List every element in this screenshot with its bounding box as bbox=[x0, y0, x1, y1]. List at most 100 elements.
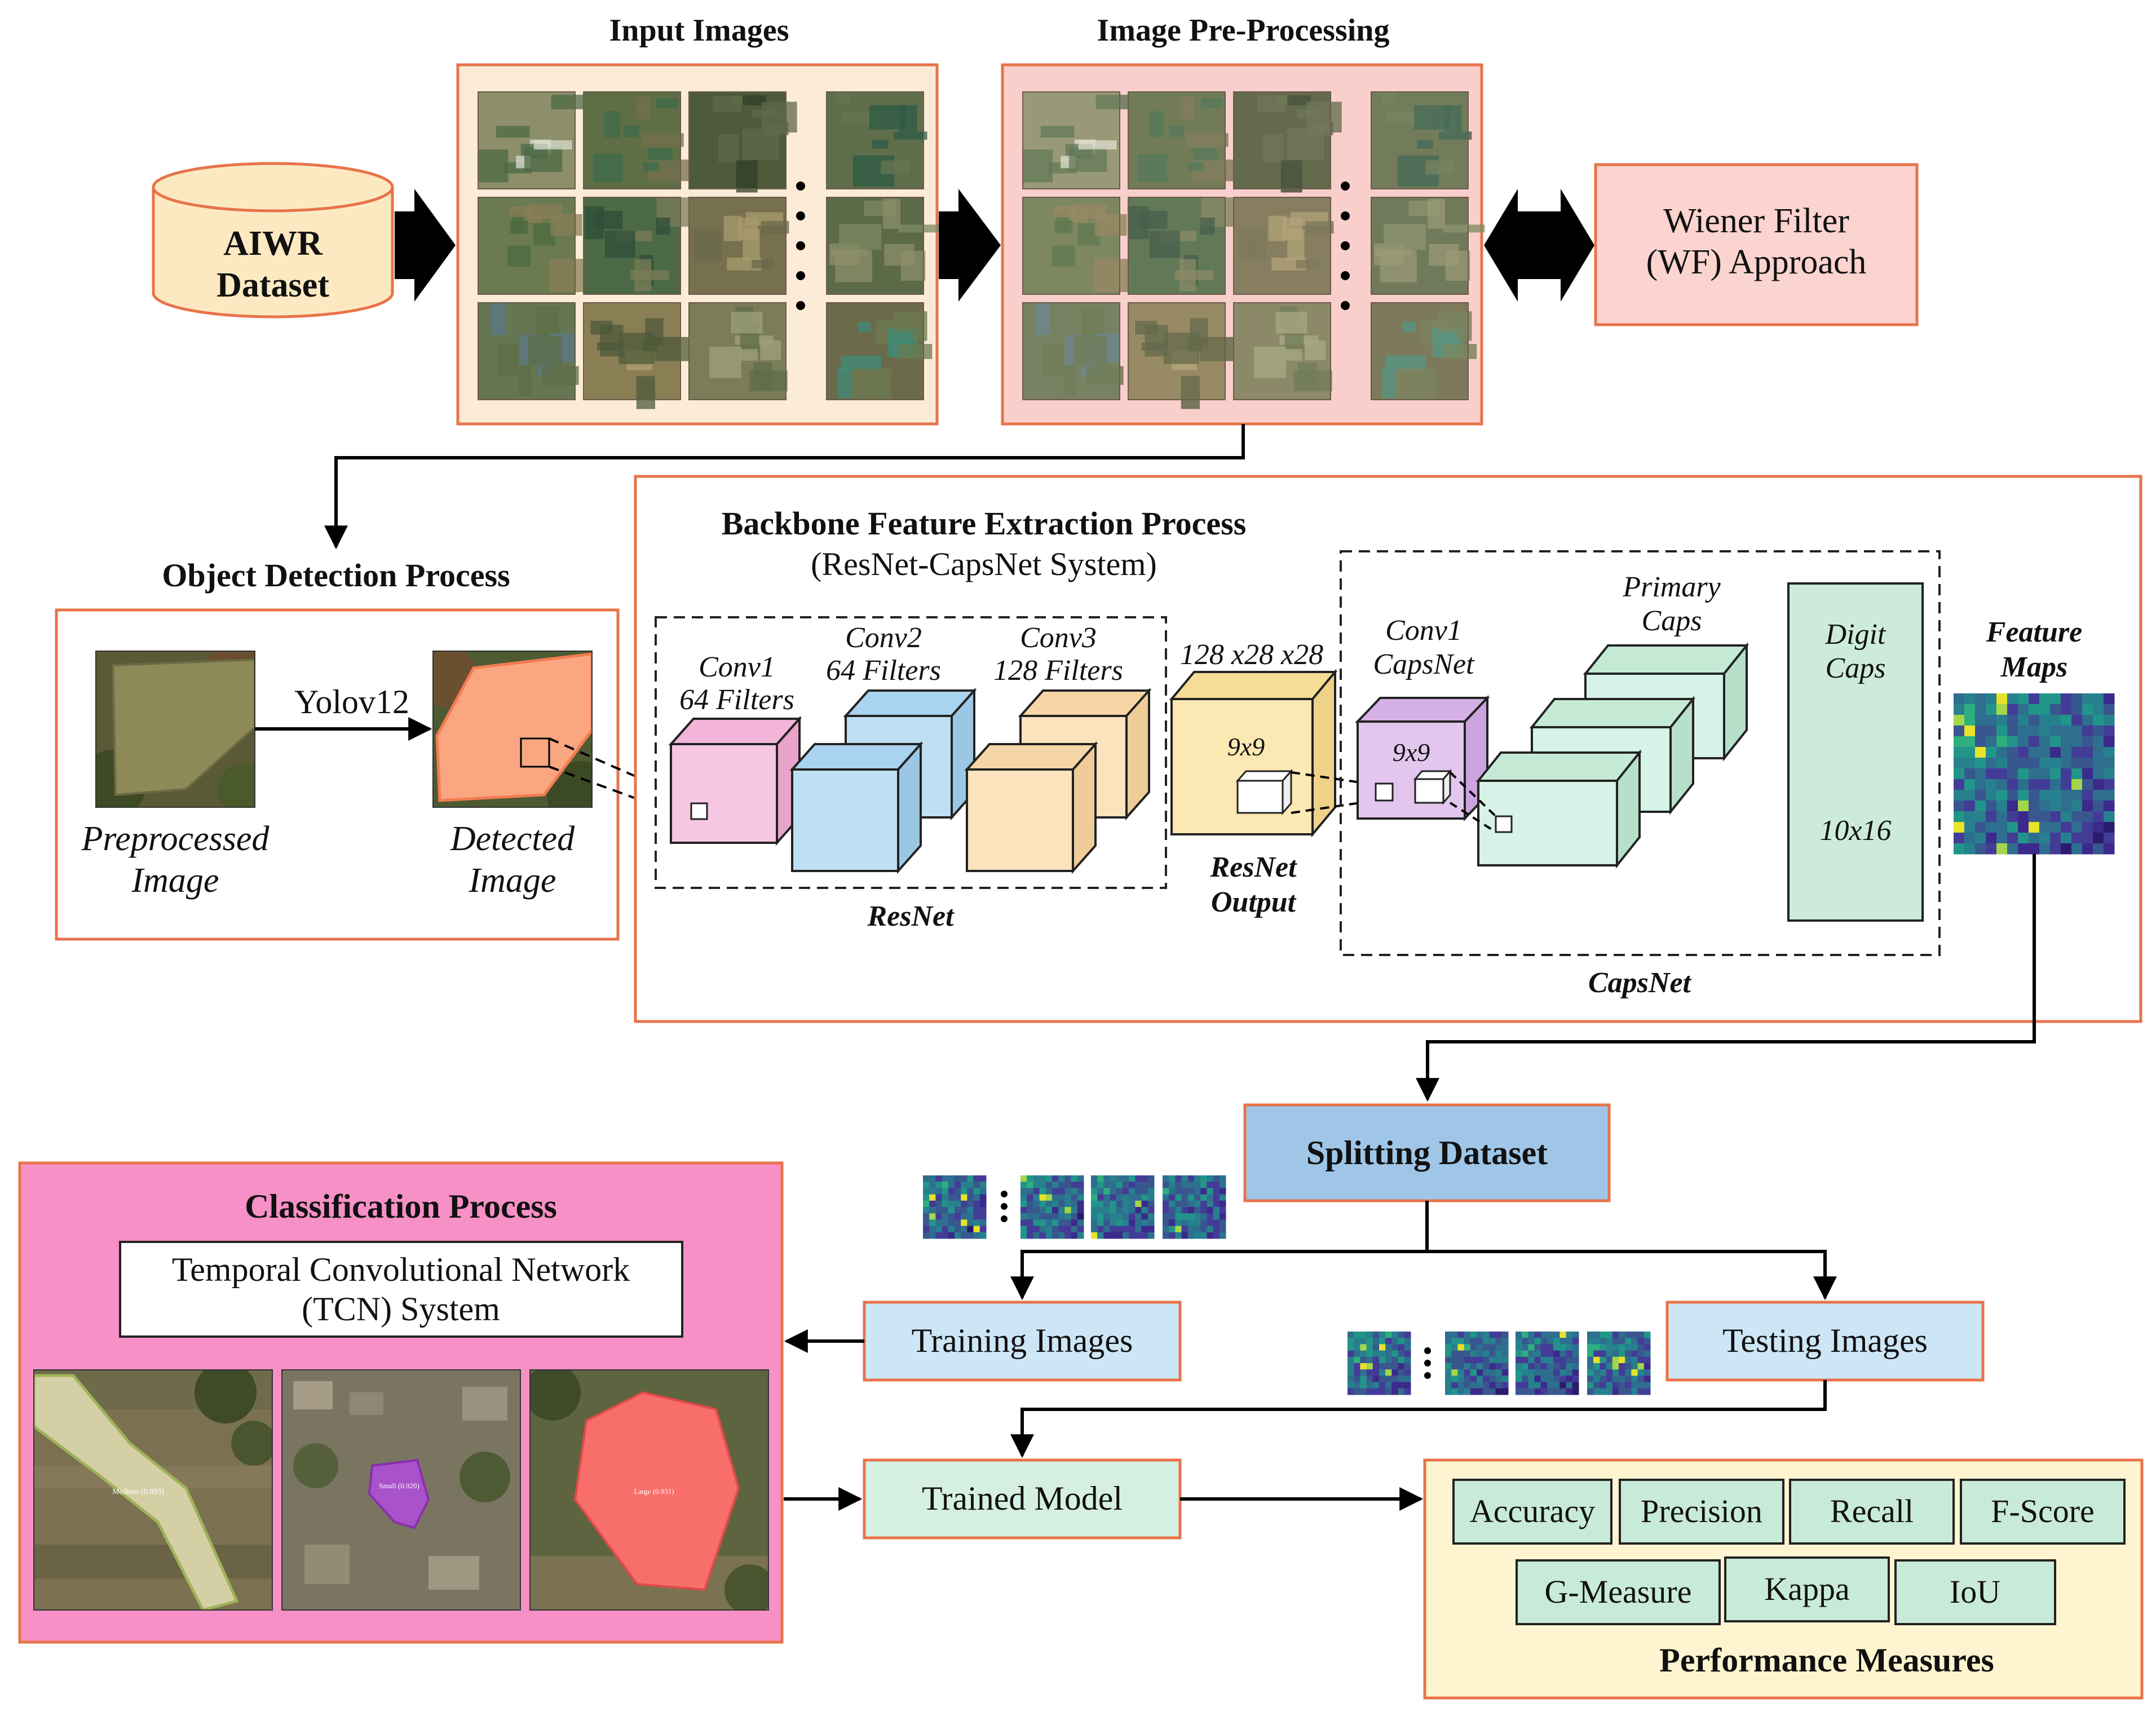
satellite-tile bbox=[1371, 91, 1472, 189]
satellite-tile bbox=[1233, 91, 1342, 193]
conv3-label-line2: 128 Filters bbox=[993, 654, 1123, 687]
resnet-group bbox=[655, 616, 1167, 889]
primary-caps-line1: Primary bbox=[1622, 571, 1721, 603]
resnet-label: ResNet bbox=[867, 900, 955, 932]
metric-precision: Precision bbox=[1619, 1479, 1784, 1545]
testing-feature-thumbnails bbox=[1348, 1332, 1651, 1395]
connector-preprocessing-to-detection bbox=[324, 424, 1245, 550]
wiener-line1: Wiener Filter bbox=[1663, 202, 1849, 240]
heatmap-tile bbox=[1091, 1175, 1155, 1239]
double-arrow-wiener bbox=[1484, 189, 1594, 302]
metric-g-measure: G-Measure bbox=[1516, 1559, 1721, 1625]
satellite-tile bbox=[478, 302, 579, 400]
splitting-label: Splitting Dataset bbox=[1306, 1134, 1548, 1171]
satellite-tile bbox=[1022, 197, 1136, 295]
thumb-ellipsis-1 bbox=[1001, 1191, 1008, 1222]
primary-caps-block bbox=[1475, 642, 1749, 869]
yolo-label: Yolov12 bbox=[294, 683, 409, 720]
satellite-tile bbox=[583, 197, 696, 295]
satellite-tile bbox=[1371, 197, 1485, 295]
classification-title: Classification Process bbox=[245, 1188, 557, 1225]
detected-label-line2: Image bbox=[469, 861, 556, 900]
preprocessed-image-grid bbox=[1022, 91, 1485, 409]
satellite-tile bbox=[1371, 302, 1477, 400]
metric-fscore-label: F-Score bbox=[1991, 1493, 2095, 1529]
resnet-output-line1: ResNet bbox=[1209, 851, 1297, 883]
conv1-label-line2: 64 Filters bbox=[679, 684, 794, 716]
metric-precision-label: Precision bbox=[1641, 1493, 1762, 1529]
metric-accuracy-label: Accuracy bbox=[1470, 1493, 1595, 1529]
classified-image-small: Small (0.920) bbox=[281, 1369, 521, 1611]
classified-image-large: Large (0.931) bbox=[529, 1369, 769, 1611]
satellite-tile bbox=[826, 91, 927, 189]
resnet-output-kernel: 9x9 bbox=[1227, 732, 1265, 761]
feature-maps-line1: Feature bbox=[1986, 616, 2082, 648]
heatmap-tile bbox=[923, 1175, 987, 1239]
metric-iou-label: IoU bbox=[1950, 1573, 2000, 1610]
digit-caps-line2: Caps bbox=[1826, 652, 1886, 684]
satellite-tile bbox=[688, 91, 797, 193]
arrow-dataset-to-input bbox=[395, 189, 456, 302]
digit-caps-dims: 10x16 bbox=[1819, 815, 1891, 847]
dataset-label-line1: AIWR bbox=[223, 224, 323, 263]
heatmap-tile bbox=[1348, 1332, 1411, 1395]
satellite-tile bbox=[478, 91, 590, 189]
capsnet-label: CapsNet bbox=[1588, 967, 1692, 999]
input-images-title: Input Images bbox=[609, 13, 789, 48]
thumb-ellipsis-2 bbox=[1424, 1347, 1431, 1379]
conv2-block bbox=[789, 687, 977, 874]
preprocessing-title: Image Pre-Processing bbox=[1097, 13, 1390, 48]
resnet-output-dims: 128 x28 x28 bbox=[1180, 639, 1323, 671]
satellite-tile bbox=[1022, 302, 1124, 400]
digit-caps-box bbox=[1787, 582, 1924, 922]
caps-conv1-block bbox=[1355, 695, 1490, 821]
conv1-block bbox=[668, 715, 802, 846]
resnet-output-block bbox=[1169, 669, 1338, 838]
metric-recall: Recall bbox=[1789, 1479, 1955, 1545]
metric-f-score: F-Score bbox=[1960, 1479, 2126, 1545]
connector-split-to-training bbox=[1010, 1250, 1427, 1301]
satellite-tile bbox=[1128, 91, 1235, 189]
performance-title: Performance Measures bbox=[1659, 1642, 1994, 1679]
satellite-tile bbox=[826, 302, 933, 400]
patch-projection-top bbox=[549, 737, 691, 802]
digit-caps-line1: Digit bbox=[1825, 618, 1886, 651]
backbone-subtitle: (ResNet-CapsNet System) bbox=[811, 546, 1157, 582]
input-image-grid bbox=[478, 91, 940, 409]
wiener-line2: (WF) Approach bbox=[1646, 243, 1867, 281]
satellite-tile bbox=[688, 197, 789, 295]
testing-images-box bbox=[1665, 1301, 1985, 1382]
result-label-medium: Medium (0.893) bbox=[112, 1488, 164, 1496]
connector-testing-to-trained bbox=[1010, 1380, 1827, 1458]
metric-kappa-label: Kappa bbox=[1764, 1571, 1849, 1607]
result-label-small: Small (0.920) bbox=[379, 1481, 419, 1490]
satellite-tile bbox=[1233, 197, 1334, 295]
feature-map-heatmap bbox=[1954, 693, 2115, 855]
satellite-tile bbox=[688, 302, 788, 400]
dataset-label-line2: Dataset bbox=[217, 266, 329, 304]
capsnet-group bbox=[1340, 550, 1941, 956]
feature-maps-line2: Maps bbox=[2000, 651, 2067, 683]
heatmap-tile bbox=[1516, 1332, 1579, 1395]
satellite-tile bbox=[478, 197, 591, 295]
satellite-tile bbox=[1128, 302, 1238, 409]
caps-conv-label-line2: CapsNet bbox=[1373, 648, 1475, 680]
training-feature-thumbnails bbox=[923, 1175, 1226, 1239]
detected-image bbox=[432, 651, 593, 808]
satellite-tile bbox=[826, 197, 940, 295]
primary-caps-line2: Caps bbox=[1642, 605, 1702, 637]
connector-features-to-splitting bbox=[1416, 854, 2036, 1102]
detected-label-line1: Detected bbox=[450, 820, 575, 858]
heatmap-tile bbox=[1954, 693, 2115, 855]
conv1-label-line1: Conv1 bbox=[699, 651, 775, 683]
aiwr-dataset-cylinder: AIWR Dataset bbox=[152, 162, 394, 319]
satellite-tile bbox=[583, 302, 693, 409]
preprocessing-ellipsis bbox=[1341, 182, 1350, 310]
tcn-box bbox=[119, 1241, 683, 1338]
metric-accuracy: Accuracy bbox=[1452, 1479, 1612, 1545]
resnet-output-line2: Output bbox=[1211, 886, 1297, 918]
caps-conv-kernel: 9x9 bbox=[1393, 738, 1430, 767]
metric-kappa: Kappa bbox=[1724, 1556, 1890, 1622]
conv2-label-line2: 64 Filters bbox=[826, 654, 941, 687]
